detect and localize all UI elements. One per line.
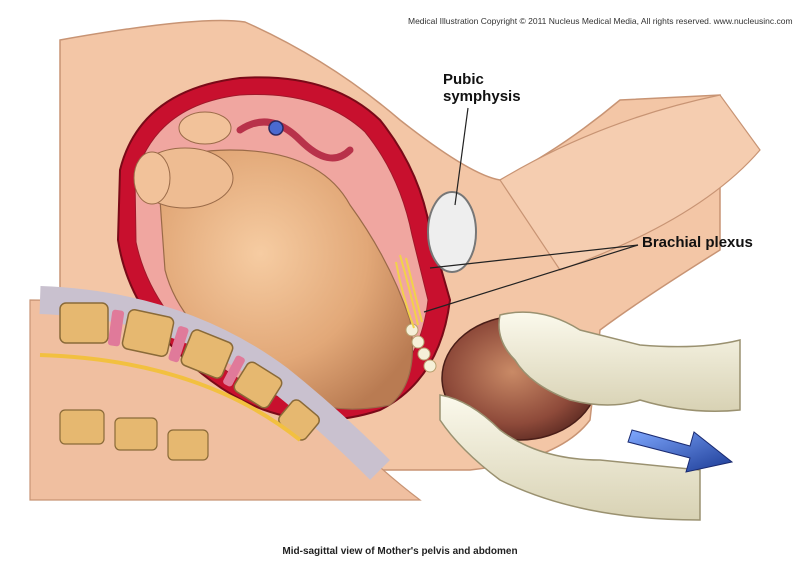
glove-upper-hand [498,311,741,412]
figure-caption: Mid-sagittal view of Mother's pelvis and… [282,546,518,557]
baby-vertebrae [405,323,437,373]
maternal-spine [39,286,390,480]
traction-arrow [627,429,734,473]
glove-lower-hand [439,394,701,521]
label-pubic-line2: symphysis [443,88,521,105]
umbilical-cord [236,118,354,162]
lower-vertebrae [59,409,209,461]
label-brachial-plexus: Brachial plexus [642,234,753,251]
brachial-plexus-nerves [395,254,423,329]
cord-knot [268,120,284,136]
baby-foot-lower [133,151,171,205]
copyright-text: Medical Illustration Copyright © 2011 Nu… [408,16,793,26]
label-pubic-line1: Pubic [443,71,484,88]
pubic-symphysis-bone [427,191,477,273]
baby-foot-upper [178,111,232,145]
mother-thigh [499,94,761,271]
label-pubic-symphysis: Pubic symphysis [443,71,553,105]
leader-lines [423,107,639,313]
